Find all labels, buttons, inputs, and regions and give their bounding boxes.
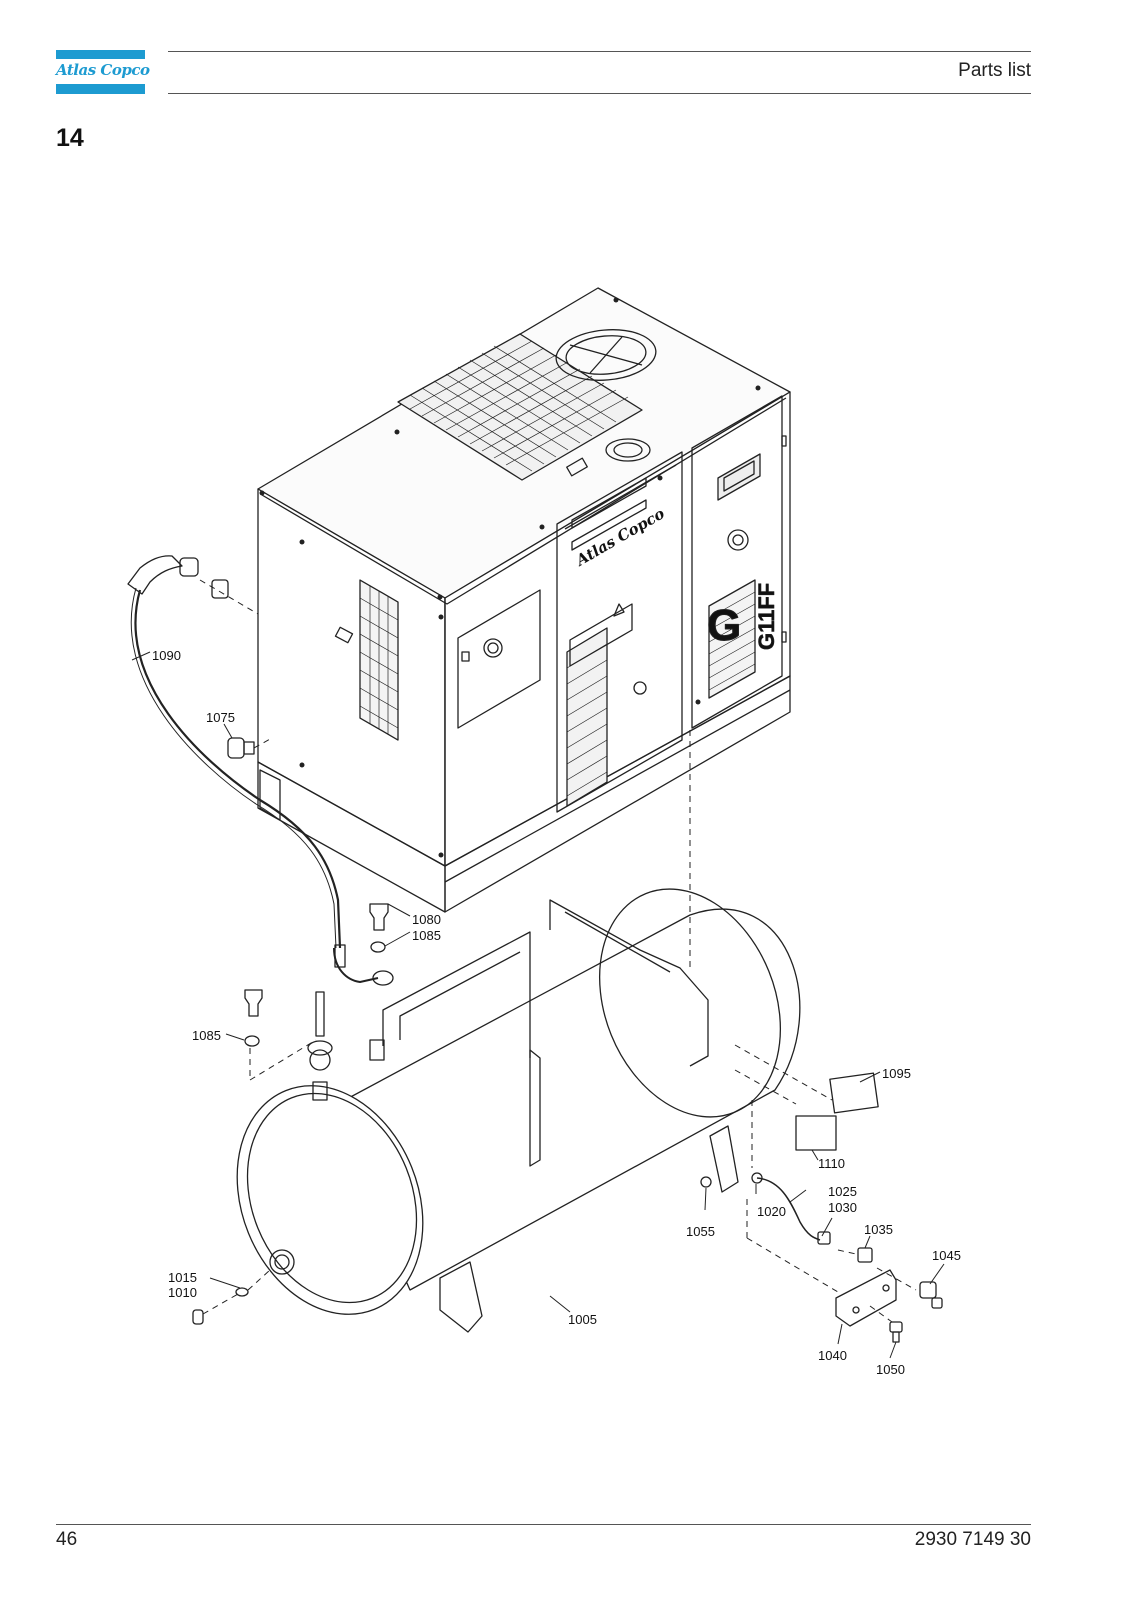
page-number: 46 <box>56 1529 78 1550</box>
footer-rule <box>56 1524 1031 1525</box>
callout-1025: 1025 <box>828 1184 857 1199</box>
callout-numbers: 1090 1075 1080 1085 1085 1095 1110 1025 … <box>152 648 961 1377</box>
callout-1110: 1110 <box>818 1156 845 1171</box>
atlas-copco-logo: Atlas Copco <box>56 50 150 94</box>
loose-parts <box>127 555 943 1343</box>
header-rule-top <box>168 51 1031 52</box>
callout-1055: 1055 <box>686 1224 715 1239</box>
logo-bar-bottom <box>56 84 145 94</box>
compressor-cabinet <box>257 287 791 913</box>
section-number: 14 <box>56 124 84 152</box>
callout-1030: 1030 <box>828 1200 857 1215</box>
callout-1035: 1035 <box>864 1222 893 1237</box>
callout-1005: 1005 <box>568 1312 597 1327</box>
logo-wordmark: Atlas Copco <box>56 61 150 79</box>
machine-g-badge: G <box>707 601 741 650</box>
document-number: 2930 7149 30 <box>914 1529 1031 1550</box>
header-title: Parts list <box>958 60 1031 81</box>
logo-bar-top <box>56 50 145 59</box>
callout-1075: 1075 <box>206 710 235 725</box>
callout-1095: 1095 <box>882 1066 911 1081</box>
callout-1085-lower: 1085 <box>192 1028 221 1043</box>
callout-1045: 1045 <box>932 1248 961 1263</box>
callout-1040: 1040 <box>818 1348 847 1363</box>
assembly-guide-lines <box>199 579 917 1323</box>
callout-1020: 1020 <box>757 1204 786 1219</box>
callout-1050: 1050 <box>876 1362 905 1377</box>
header-rule-bottom <box>168 93 1031 94</box>
callout-1010: 1010 <box>168 1285 197 1300</box>
machine-model-text: G11FF <box>754 583 779 650</box>
callout-1085-upper: 1085 <box>412 928 441 943</box>
callout-1080: 1080 <box>412 912 441 927</box>
callout-1015: 1015 <box>168 1270 197 1285</box>
air-receiver-tank <box>236 888 801 1333</box>
callout-leader-lines <box>131 651 945 1359</box>
callout-1090: 1090 <box>152 648 181 663</box>
